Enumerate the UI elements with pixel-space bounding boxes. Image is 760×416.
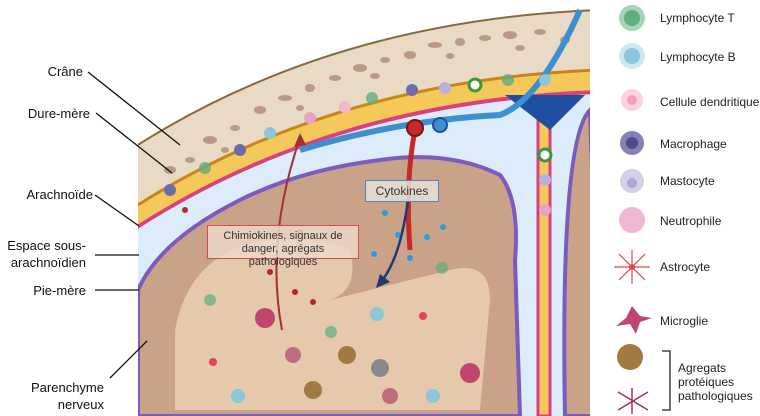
vein xyxy=(299,8,583,153)
sulcus-right xyxy=(562,107,590,416)
label-pointers xyxy=(87,71,181,379)
dural-immune-cells xyxy=(164,74,553,216)
legend-item-lymphocyte-b: Lymphocyte B xyxy=(660,50,736,64)
label-parenchyme-1: Parenchyme xyxy=(31,380,104,395)
label-parenchyme-2: nerveux xyxy=(57,397,104,412)
legend-item-astrocyte: Astrocyte xyxy=(660,260,711,274)
legend-item-lymphocyte-t: Lymphocyte T xyxy=(660,11,735,25)
legend-item-neutrophile: Neutrophile xyxy=(660,214,722,228)
legend-aggregates-1: Agregats xyxy=(678,361,727,375)
chemokines-box: Chimiokines, signaux de danger, agrégats… xyxy=(207,225,359,268)
legend-item-cellule-dendritique: Cellule dendritique xyxy=(660,95,760,109)
chemokines-label-1: Chimiokines, signaux de xyxy=(223,230,343,242)
label-espace-sous-arachnoidien-1: Espace sous- xyxy=(7,238,86,253)
label-pie-mere: Pie-mère xyxy=(33,283,86,298)
legend-aggregates-2: protéiques xyxy=(678,375,735,389)
label-espace-sous-arachnoidien-2: arachnoïdien xyxy=(10,255,86,270)
label-dure-mere: Dure-mère xyxy=(27,106,90,121)
dura-fold xyxy=(536,98,552,416)
label-arachnoide: Arachnoïde xyxy=(26,187,94,202)
chemokines-label-2: danger, agrégats pathologiques xyxy=(241,243,325,268)
cytokines-box: Cytokines xyxy=(365,180,439,202)
legend-item-microglie: Microglie xyxy=(660,314,709,328)
parenchyma-light-region xyxy=(175,239,490,410)
cytokine-dots xyxy=(371,210,446,261)
label-crane: Crâne xyxy=(47,64,83,79)
skull-bone-spots xyxy=(164,29,570,174)
legend-icons xyxy=(614,5,671,414)
cytokines-label: Cytokines xyxy=(375,184,429,198)
legend-item-mastocyte: Mastocyte xyxy=(660,174,715,188)
parenchyma-cells xyxy=(204,262,480,404)
legend-item-macrophage: Macrophage xyxy=(660,137,727,151)
venous-sinus xyxy=(505,95,585,130)
legend-aggregates-3: pathologiques xyxy=(678,389,753,403)
